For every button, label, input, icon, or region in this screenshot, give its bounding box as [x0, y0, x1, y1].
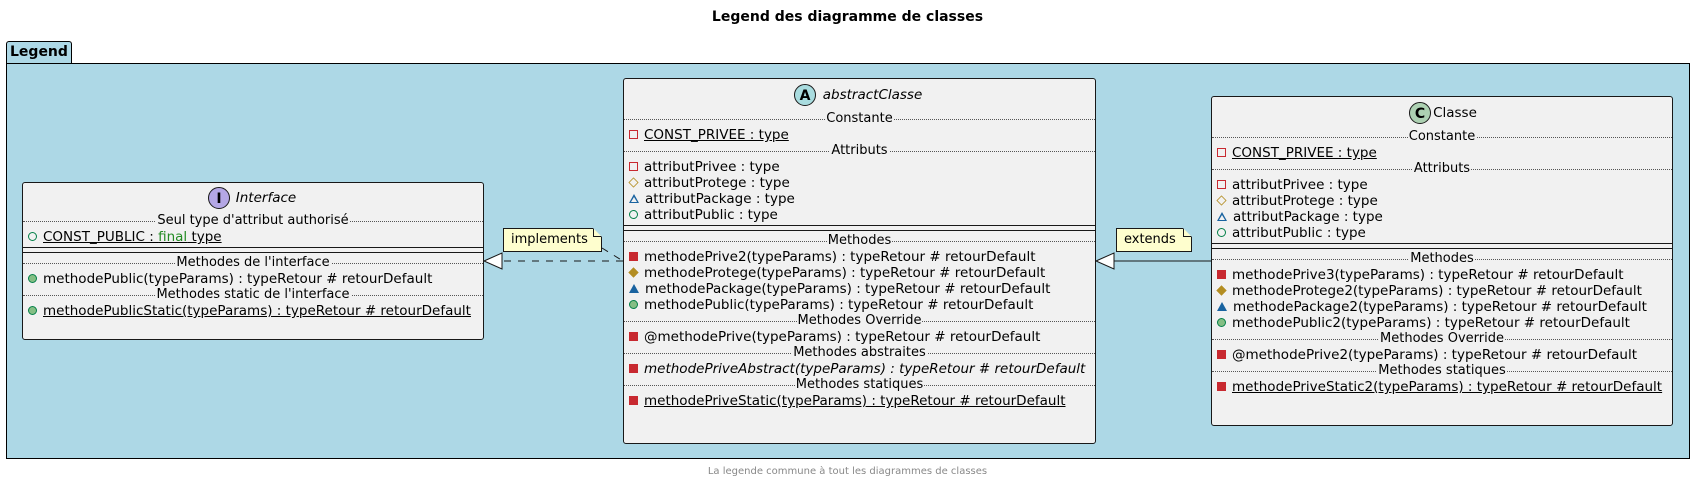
separator — [624, 225, 1095, 231]
private-visibility-icon — [1217, 147, 1226, 157]
implements-note: implements — [503, 228, 602, 252]
extends-arrowhead — [1094, 252, 1115, 270]
class-override: @methodePrive2(typeParams) : typeRetour … — [1212, 347, 1672, 363]
class-method: methodePackage2(typeParams) : typeRetour… — [1212, 299, 1672, 315]
interface-method: methodePublic(typeParams) : typeRetour #… — [23, 271, 483, 287]
class-box: C Classe Constante CONST_PRIVEE : type A… — [1211, 96, 1673, 426]
private-method-icon — [1217, 269, 1226, 279]
abstract-method: methodePackage(typeParams) : typeRetour … — [624, 281, 1095, 297]
class-method: methodePrive3(typeParams) : typeRetour #… — [1212, 267, 1672, 283]
public-visibility-icon — [28, 231, 37, 241]
package-tab: Legend — [6, 41, 72, 64]
extends-note-text: extends — [1124, 232, 1176, 247]
interface-static-method: methodePublicStatic(typeParams) : typeRe… — [23, 303, 483, 319]
class-stereotype-icon: C — [1409, 102, 1431, 124]
abstract-stereotype-icon: A — [794, 84, 816, 106]
abstract-method: methodePrive2(typeParams) : typeRetour #… — [624, 249, 1095, 265]
private-method-icon — [1217, 381, 1226, 391]
private-method-icon — [1217, 349, 1226, 359]
private-visibility-icon — [629, 161, 638, 171]
separator — [1212, 243, 1672, 249]
extends-note: extends — [1116, 228, 1192, 252]
private-method-icon — [629, 395, 638, 405]
abstract-attr: attributPrivee : type — [624, 159, 1095, 175]
package-visibility-icon — [629, 193, 639, 203]
section-header: Constante — [1212, 129, 1672, 145]
interface-name: Interface — [235, 190, 297, 206]
class-attr: attributPublic : type — [1212, 225, 1672, 241]
abstract-attr: attributPublic : type — [624, 207, 1095, 223]
interface-box: I Interface Seul type d'attribut authori… — [22, 182, 484, 340]
section-header: Methodes de l'interface — [23, 255, 483, 271]
abstract-abstract-method: methodePriveAbstract(typeParams) : typeR… — [624, 361, 1095, 377]
abstract-class-name: abstractClasse — [822, 87, 923, 103]
abstract-override: @methodePrive(typeParams) : typeRetour #… — [624, 329, 1095, 345]
implements-arrowhead — [482, 252, 503, 270]
class-name: Classe — [1433, 105, 1477, 121]
private-visibility-icon — [1217, 179, 1226, 189]
private-method-icon — [629, 331, 638, 341]
section-header: Methodes Override — [624, 313, 1095, 329]
public-visibility-icon — [629, 209, 638, 219]
section-header: Methodes statiques — [1212, 363, 1672, 379]
section-header: Methodes Override — [1212, 331, 1672, 347]
interface-header: I Interface — [23, 183, 483, 213]
class-attr: attributPackage : type — [1212, 209, 1672, 225]
implements-note-link — [601, 247, 624, 262]
package-method-icon — [629, 283, 639, 293]
section-header: Attributs — [624, 143, 1095, 159]
interface-stereotype-icon: I — [208, 187, 230, 209]
class-attr: attributProtege : type — [1212, 193, 1672, 209]
private-visibility-icon — [629, 129, 638, 139]
protected-visibility-icon — [628, 176, 639, 188]
package-visibility-icon — [1217, 211, 1227, 221]
class-const: CONST_PRIVEE : type — [1212, 145, 1672, 161]
public-method-icon — [1217, 317, 1226, 327]
abstract-const: CONST_PRIVEE : type — [624, 127, 1095, 143]
protected-method-icon — [628, 266, 639, 278]
abstract-static-method: methodePriveStatic(typeParams) : typeRet… — [624, 393, 1095, 409]
abstract-method: methodeProtege(typeParams) : typeRetour … — [624, 265, 1095, 281]
package-method-icon — [1217, 301, 1227, 311]
section-header: Methodes — [1212, 251, 1672, 267]
diagram-title: Legend des diagramme de classes — [711, 9, 984, 25]
class-static-method: methodePriveStatic2(typeParams) : typeRe… — [1212, 379, 1672, 395]
section-header: Methodes statiques — [624, 377, 1095, 393]
section-header: Attributs — [1212, 161, 1672, 177]
package-name: Legend — [10, 44, 68, 60]
class-attr: attributPrivee : type — [1212, 177, 1672, 193]
section-header: Seul type d'attribut authorisé — [23, 213, 483, 229]
diagram-footer: La legende commune à tout les diagrammes… — [707, 466, 988, 477]
protected-method-icon — [1216, 284, 1227, 296]
implements-note-text: implements — [511, 232, 588, 247]
section-header: Methodes static de l'interface — [23, 287, 483, 303]
abstract-class-header: A abstractClasse — [624, 79, 1095, 111]
separator — [23, 247, 483, 253]
interface-const: CONST_PUBLIC : final type — [23, 229, 483, 245]
abstract-class-box: A abstractClasse Constante CONST_PRIVEE … — [623, 78, 1096, 444]
section-header: Methodes abstraites — [624, 345, 1095, 361]
protected-visibility-icon — [1216, 194, 1227, 206]
class-method: methodePublic2(typeParams) : typeRetour … — [1212, 315, 1672, 331]
class-method: methodeProtege2(typeParams) : typeRetour… — [1212, 283, 1672, 299]
public-method-icon — [28, 305, 37, 315]
private-method-icon — [629, 363, 638, 373]
abstract-attr: attributProtege : type — [624, 175, 1095, 191]
public-method-icon — [629, 299, 638, 309]
class-header: C Classe — [1212, 97, 1672, 129]
private-method-icon — [629, 251, 638, 261]
abstract-method: methodePublic(typeParams) : typeRetour #… — [624, 297, 1095, 313]
section-header: Methodes — [624, 233, 1095, 249]
public-visibility-icon — [1217, 227, 1226, 237]
abstract-attr: attributPackage : type — [624, 191, 1095, 207]
public-method-icon — [28, 273, 37, 283]
section-header: Constante — [624, 111, 1095, 127]
